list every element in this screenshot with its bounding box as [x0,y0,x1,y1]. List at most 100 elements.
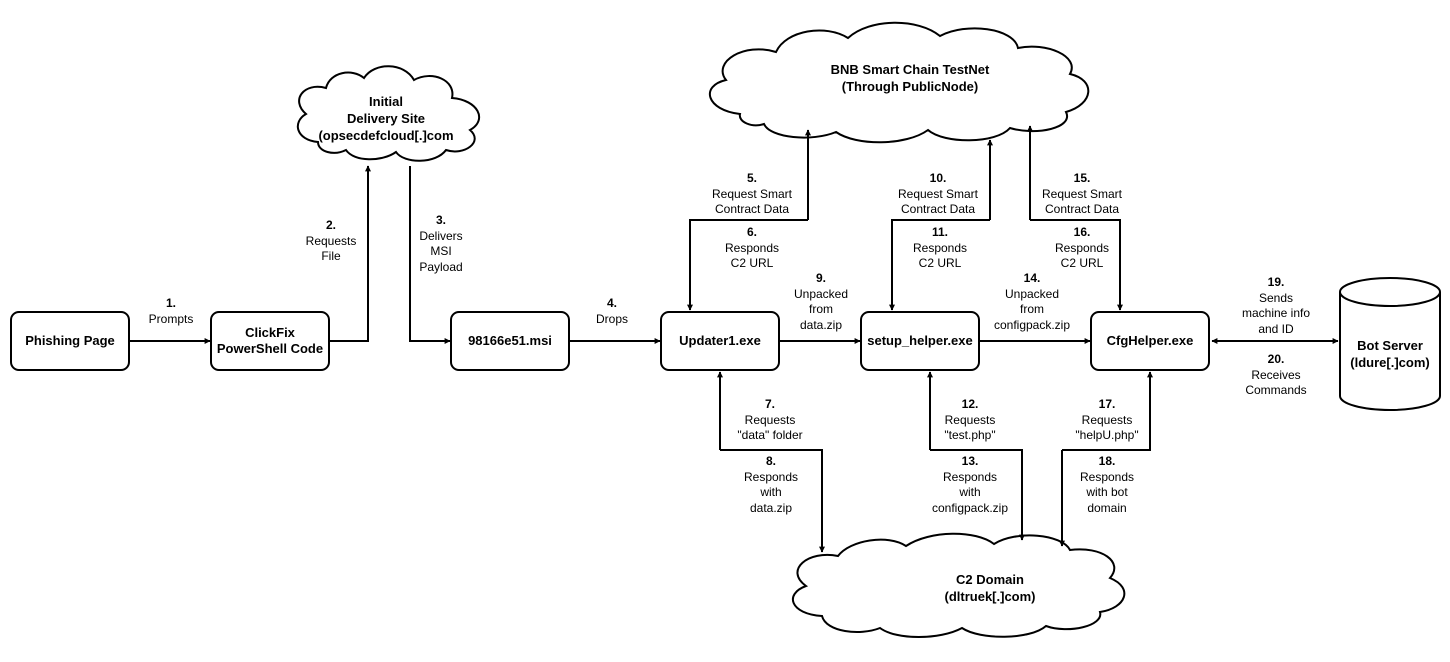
edge-step-number: 3. [435,213,446,227]
c2-label-line-1: C2 Domain [956,572,1024,587]
edge-label-text: and ID [1258,321,1294,336]
bot-server-rim [1339,291,1441,307]
edge-step-number: 1. [165,296,176,310]
delivery-label-line-3: (opsecdefcloud[.]com [318,127,454,143]
edge-label-7: 7.Requests"data" folder [736,397,804,444]
edge-label-text: Commands [1245,383,1307,397]
edge-label-text: Delivers [419,228,463,243]
edge-step-number: 20. [1267,352,1285,366]
edge-step-number: 16. [1073,225,1091,239]
setup-helper-node: setup_helper.exe [860,311,980,371]
setup-helper-label: setup_helper.exe [867,333,973,348]
delivery-label-line-2: Delivery Site [346,110,426,126]
edge-label-text: Contract Data [900,202,976,216]
edge-17 [1062,371,1153,451]
edge-label-text: Responds [743,469,799,484]
edge-label-12: 12.Requests"test.php" [943,397,997,444]
bot-server-shape [1339,277,1441,411]
bnb-label-line-2: (Through PublicNode) [841,79,979,94]
delivery-site-node: Initial Delivery Site (opsecdefcloud[.]c… [306,88,466,148]
edge-label-text: machine info [1241,306,1311,320]
cfghelper-node: CfgHelper.exe [1090,311,1210,371]
edge-label-17: 17.Requests"helpU.php" [1074,397,1140,444]
bot-server-label-line-2: (ldure[.]com) [1350,355,1430,370]
edge-step-number: 13. [961,454,979,468]
edge-3 [409,166,451,344]
edge-label-text: Requests [744,412,796,427]
edge-label-text: Responds [942,469,998,484]
edge-step-number: 12. [961,397,979,411]
cfghelper-label: CfgHelper.exe [1106,333,1194,348]
edge-label-text: Requests [944,412,996,427]
c2-cloud-shape [792,532,1126,638]
edge-8 [720,449,825,553]
edge-6 [687,219,808,311]
clickfix-label-line-2: PowerShell Code [216,341,324,356]
edge-step-number: 7. [764,397,776,411]
edge-step-number: 2. [325,218,337,232]
edge-13 [930,449,1025,541]
edge-label-text: from [1019,302,1044,316]
bnb-cloud-shape [708,21,1090,144]
edge-step-number: 11. [931,225,949,239]
edge-label-text: data.zip [799,317,843,332]
phishing-page-label: Phishing Page [25,333,115,348]
edge-label-text: with bot [1086,485,1128,499]
edge-label-text: with [760,485,782,499]
edge-label-text: C2 URL [730,256,774,270]
edge-label-text: Unpacked [793,286,849,301]
edge-label-text: "test.php" [944,428,996,442]
edge-step-number: 6. [746,225,758,239]
edge-label-4: 4.Drops [594,296,630,327]
edge-label-text: data.zip [749,500,793,515]
edge-label-text: Sends [1258,290,1294,305]
edge-label-text: Responds [1079,469,1135,484]
edge-step-number: 9. [815,271,827,285]
delivery-label-line-1: Initial [369,93,403,109]
edge-label-text: configpack.zip [993,317,1071,332]
updater-node: Updater1.exe [660,311,780,371]
edge-label-1: 1.Prompts [147,296,195,327]
edge-step-number: 15. [1073,171,1091,185]
edge-label-text: Receives [1251,367,1301,382]
c2-domain-node: C2 Domain (dltruek[.]com) [890,568,1090,608]
updater-label: Updater1.exe [679,333,761,348]
edge-label-text: Request Smart [1041,186,1123,201]
edge-label-text: C2 URL [918,256,962,270]
edge-label-text: "helpU.php" [1075,428,1139,442]
edge-16 [1030,219,1123,311]
edge-label-text: configpack.zip [931,500,1009,515]
edge-label-text: Drops [595,311,629,326]
clickfix-label-line-1: ClickFix [245,325,295,340]
bnb-chain-node: BNB Smart Chain TestNet (Through PublicN… [790,58,1030,98]
bot-server-node: Bot Server (ldure[.]com) [1340,324,1440,384]
clickfix-node: ClickFix PowerShell Code [210,311,330,371]
edge-label-text: MSI [430,244,452,258]
edge-step-number: 5. [746,171,758,185]
edge-2 [330,165,371,342]
edge-step-number: 17. [1098,397,1116,411]
edge-label-text: from [808,302,833,316]
edge-label-text: Unpacked [1004,286,1060,301]
edge-label-text: Request Smart [711,186,793,201]
edge-step-number: 10. [929,171,947,185]
edge-step-number: 19. [1267,275,1285,289]
edge-label-text: Responds [912,240,968,255]
edge-label-text: Prompts [148,311,194,326]
delivery-cloud-shape [296,65,481,162]
